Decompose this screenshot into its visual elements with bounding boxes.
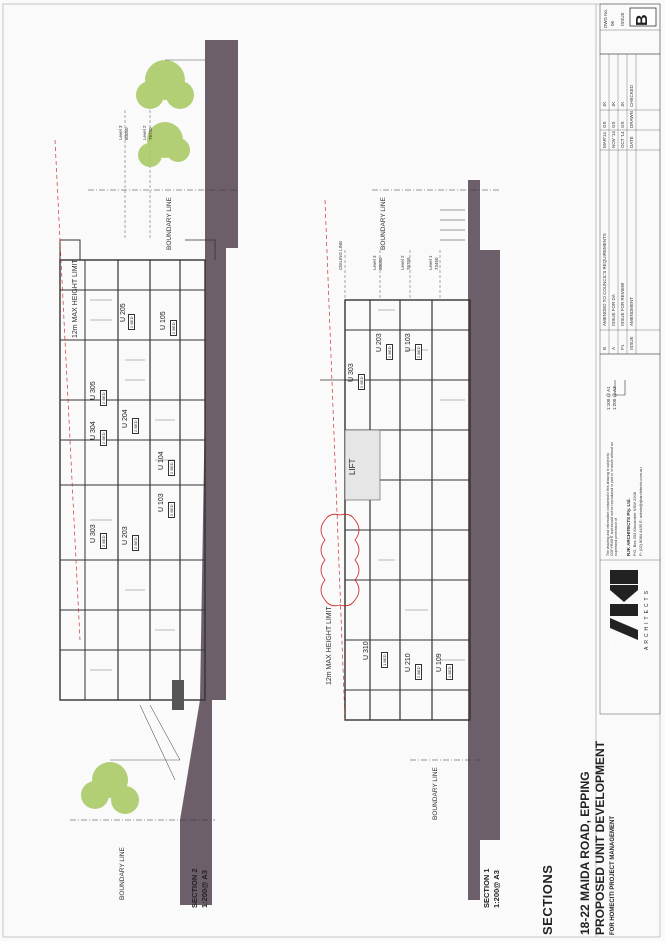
unit-label: U 203	[376, 333, 383, 352]
rev-row-p1-drawn: GS	[620, 121, 625, 128]
logo-text: RJK	[610, 634, 616, 650]
section1-level-2: Level 2	[400, 255, 405, 270]
rev-row-b-date: MAR'14	[602, 132, 607, 148]
client-name: FOR HOMECITI PROJECT MANAGEMENT	[610, 815, 616, 935]
section1-height-limit: 12m MAX HEIGHT LIMIT	[326, 606, 333, 685]
firm-address: P.O. Box 304 Kincumber NSW 2208	[632, 492, 637, 556]
rev-row-p1-date: OCT '14	[620, 131, 625, 148]
unit-label: U 304	[90, 421, 97, 440]
unit-label: U 310	[363, 641, 370, 660]
bed-badge: 2 BED	[100, 430, 107, 446]
unit-label: U 204	[122, 409, 129, 428]
rev-row-b-drawn: GS	[602, 121, 607, 128]
bed-badge: 2 BED	[100, 390, 107, 406]
section2-height-limit: 12m MAX HEIGHT LIMIT	[72, 259, 79, 338]
section1-title: SECTION 1	[482, 868, 491, 908]
bed-badge: 2 BED	[386, 344, 393, 360]
section2-scale: 1:200@ A3	[200, 870, 209, 908]
rev-row-a-date: NOV '14	[611, 131, 616, 148]
rev-row-a-drawn: GS	[611, 121, 616, 128]
rev-row-a-issue: A	[611, 346, 616, 350]
bed-badge: 2 BED	[358, 374, 365, 390]
lift-label: LIFT	[348, 458, 357, 475]
rev-header-checked: CHECKED	[629, 84, 634, 107]
section1-ceiling-line: CEILING LINE	[338, 240, 343, 270]
section2-title: SECTION 2	[190, 868, 199, 908]
scale-a1: 1:100 @ A1	[606, 386, 611, 410]
firm-tagline: ARCHITECTS	[644, 588, 650, 650]
copyright-notice: The drawing and information contained in…	[606, 442, 618, 556]
unit-label: U 303	[90, 524, 97, 543]
rev-row-p1-checked: JK	[620, 101, 625, 107]
unit-label: U 205	[120, 303, 127, 322]
scale-a3: 1:200 @ A3	[612, 386, 617, 410]
rev-row-p1-amendment: ISSUE FOR REVIEW	[620, 282, 625, 326]
unit-label: U 105	[160, 311, 167, 330]
unit-label: U 210	[405, 653, 412, 672]
bed-badge: 2 BED	[132, 535, 139, 551]
section2-level-3-value: 80050	[124, 127, 129, 140]
unit-label: U 303	[348, 363, 355, 382]
bed-badge: 1 BED	[381, 652, 388, 668]
project-name: PROPOSED UNIT DEVELOPMENT	[593, 740, 607, 935]
section1-level-2-value: 76750	[406, 257, 411, 270]
issue-letter: B	[634, 14, 651, 26]
dwg-no: 06	[610, 20, 615, 26]
rev-header-issue: ISSUE	[629, 336, 634, 350]
unit-label: U 103	[158, 493, 165, 512]
issue-label: ISSUE	[620, 12, 625, 26]
unit-label: U 203	[122, 526, 129, 545]
unit-label: U 109	[436, 653, 443, 672]
section2-boundary-line-bottom: BOUNDARY LINE	[119, 847, 126, 900]
bed-badge: 2 BED	[415, 344, 422, 360]
section1-level-1: Level 1	[428, 255, 433, 270]
bed-badge: 2 BED	[168, 460, 175, 476]
section2-boundary-line-top: BOUNDARY LINE	[166, 197, 173, 250]
rev-header-drawn: DRAWN	[629, 111, 634, 128]
section1-boundary-line-bottom: BOUNDARY LINE	[432, 767, 439, 820]
rev-header-date: DATE	[629, 136, 634, 148]
bed-badge: 2 BED	[132, 418, 139, 434]
rev-row-b-issue: B	[602, 346, 607, 350]
rjk-logo-mark	[610, 570, 638, 640]
firm-name: RJK ARCHITECTS Pty. Ltd.	[626, 498, 631, 556]
bed-badge: 2 BED	[100, 533, 107, 549]
project-address: 18-22 MAIDA ROAD, EPPING	[578, 771, 592, 935]
sheet-title: SECTIONS	[540, 864, 555, 935]
bed-badge: 1 BED	[446, 664, 453, 680]
rev-row-a-amendment: ISSUE FOR DA	[611, 294, 616, 326]
rev-row-a-checked: JK	[611, 101, 616, 107]
section2-level-2-value: 76750	[148, 127, 153, 140]
unit-label: U 104	[158, 451, 165, 470]
unit-label: U 305	[90, 381, 97, 400]
firm-contact: P: (02) 8084 4435 E: admin@rjkarchitects…	[638, 467, 643, 556]
section1-level-1-value: 73450	[434, 257, 439, 270]
section1-scale: 1:200@ A3	[492, 870, 501, 908]
section1-boundary-line-top: BOUNDARY LINE	[380, 197, 387, 250]
rev-row-b-checked: JK	[602, 101, 607, 107]
rev-row-p1-issue: P1	[620, 344, 625, 350]
rev-row-b-amendment: AMENDED TO COUNCIL'S REQUIREMENTS	[602, 233, 607, 326]
section2-level-3: Level 3	[118, 125, 123, 140]
section1-level-3: Level 3	[372, 255, 377, 270]
dwg-no-label: DWG No.	[603, 8, 608, 28]
section2-level-2: Level 2	[142, 125, 147, 140]
bed-badge: 2 BED	[170, 320, 177, 336]
bed-badge: 2 BED	[415, 664, 422, 680]
rev-header-amendment: AMENDMENT	[629, 297, 634, 326]
unit-label: U 103	[405, 333, 412, 352]
section1-level-3-value: 80050	[378, 257, 383, 270]
bed-badge: 2 BED	[168, 502, 175, 518]
bed-badge: 2 BED	[128, 314, 135, 330]
